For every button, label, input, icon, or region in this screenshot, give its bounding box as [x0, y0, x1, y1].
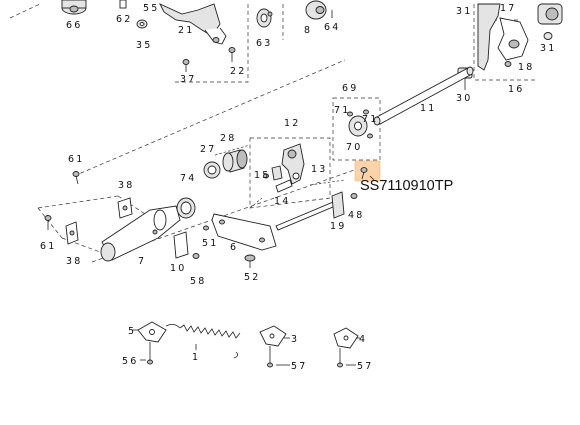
part-label-8: 8: [304, 25, 312, 36]
rollers-27-28: [203, 149, 248, 179]
part-label-31-right: 31: [540, 43, 557, 54]
part-label-18: 18: [518, 62, 535, 73]
part-label-66: 66: [66, 20, 83, 31]
part-label-30: 30: [456, 93, 473, 104]
shaft-11: [373, 66, 474, 126]
part-labels: 66 62 55 35 21 37 22 63 8 64 31 17 31 18…: [40, 3, 557, 372]
group-69: [347, 109, 373, 139]
highlighted-part-code[interactable]: SS7110910TP: [360, 178, 453, 194]
part-label-28: 28: [220, 133, 237, 144]
part-label-27: 27: [200, 144, 217, 155]
part-label-11: 11: [420, 103, 437, 114]
spring-assembly: [137, 321, 241, 365]
label-leaders: [132, 175, 375, 366]
part-label-57-middle: 57: [291, 361, 308, 372]
part-label-13: 13: [311, 164, 328, 175]
part-label-16: 16: [508, 84, 525, 95]
part-label-19: 19: [330, 221, 347, 232]
lower-left-linkage: [44, 171, 209, 262]
part-label-21: 21: [178, 25, 195, 36]
part-label-22: 22: [230, 66, 247, 77]
part-label-63: 63: [256, 38, 273, 49]
part-label-71-left: 71: [334, 105, 351, 116]
part-label-69: 69: [342, 83, 359, 94]
part-label-61-bottom: 61: [40, 241, 57, 252]
part-label-6: 6: [230, 242, 238, 253]
assembly-guides: [9, 3, 538, 263]
part-label-70: 70: [346, 142, 363, 153]
part-label-7: 7: [138, 256, 146, 267]
part-label-14: 14: [274, 196, 291, 207]
part-label-31-top: 31: [456, 6, 473, 17]
part-label-71-right: 71: [362, 114, 379, 125]
plate-6-rod-19: [211, 191, 358, 268]
part-label-38-bottom: 38: [66, 256, 83, 267]
highlighted-screw[interactable]: [354, 160, 381, 182]
bottom-brackets: [259, 325, 359, 368]
part-label-12: 12: [284, 118, 301, 129]
group-12: [263, 143, 305, 193]
part-label-5: 5: [128, 326, 136, 337]
part-label-64: 64: [324, 22, 341, 33]
screw-head-icon: [360, 167, 368, 173]
part-label-3: 3: [291, 334, 299, 345]
part-label-37: 37: [180, 74, 197, 85]
part-label-17: 17: [500, 3, 517, 14]
spring-icon: [179, 324, 241, 339]
part-label-51: 51: [202, 238, 219, 249]
upper-left-cluster: [61, 0, 333, 72]
part-label-58: 58: [190, 276, 207, 287]
part-label-74: 74: [180, 173, 197, 184]
part-label-1: 1: [192, 352, 200, 363]
part-label-55: 55: [143, 3, 160, 14]
part-label-38-top: 38: [118, 180, 135, 191]
part-label-35: 35: [136, 40, 153, 51]
part-label-48: 48: [348, 210, 365, 221]
part-label-52: 52: [244, 272, 261, 283]
part-label-10: 10: [170, 263, 187, 274]
part-label-62: 62: [116, 14, 133, 25]
part-label-4: 4: [359, 334, 367, 345]
highlight-box: [354, 160, 381, 182]
part-label-56: 56: [122, 356, 139, 367]
part-label-61-top: 61: [68, 154, 85, 165]
part-label-15: 15: [254, 170, 271, 181]
part-label-57-right: 57: [357, 361, 374, 372]
